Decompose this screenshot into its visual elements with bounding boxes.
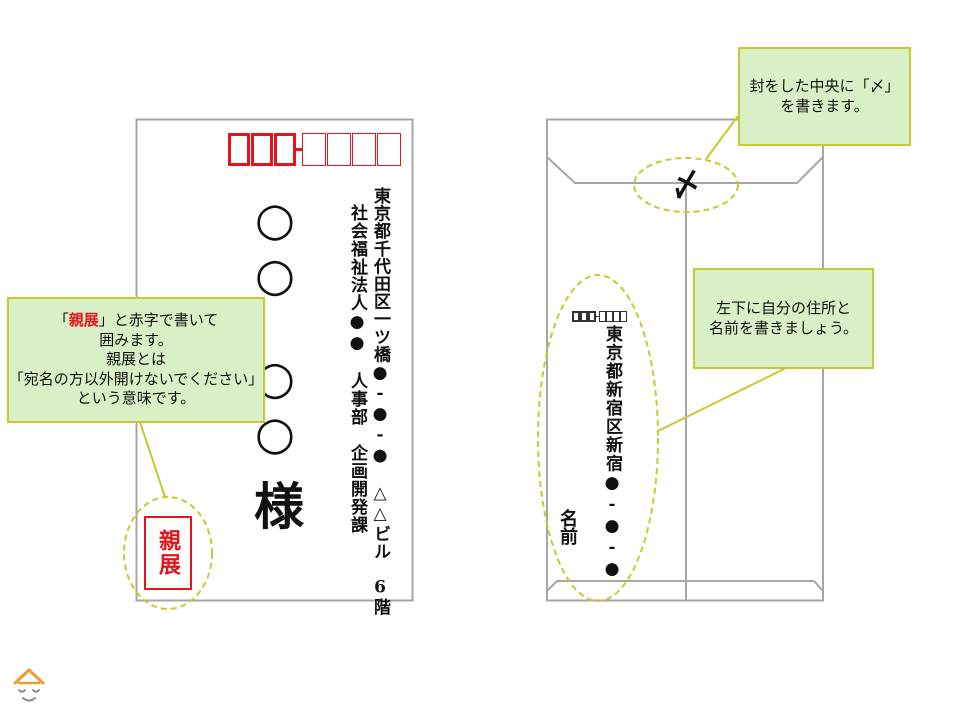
- recipient-honorific: 様: [246, 480, 305, 530]
- sender-highlight-ellipse: [537, 274, 659, 602]
- postal-code-box: [620, 311, 627, 322]
- postal-code-box: [580, 311, 588, 322]
- callout-line: 親展とは: [105, 350, 166, 369]
- recipient-organization: 社会福祉法人●● 人事部 企画開発課: [347, 204, 367, 534]
- postal-code-box: [251, 133, 273, 166]
- confidential-stamp: 親展: [144, 516, 192, 590]
- seal-callout: 封をした中央に「〆」 を書きます。: [738, 47, 911, 146]
- smiling-face-logo-icon: [13, 668, 45, 702]
- callout-line: 「親展」と赤字で書いて: [54, 311, 219, 331]
- postal-code-box: [352, 133, 376, 166]
- confidential-callout: 「親展」と赤字で書いて 囲みます。 親展とは 「宛名の方以外開けないでください」…: [7, 297, 265, 423]
- postal-code-box: [327, 133, 351, 166]
- postal-code-box: [274, 133, 296, 166]
- logo-right-eye: [32, 689, 40, 693]
- callout-text: 」と赤字で書いて: [98, 311, 219, 330]
- seal-callout-connector: [705, 115, 739, 160]
- callout-line: 左下に自分の住所と: [715, 299, 851, 317]
- postal-code-box: [588, 311, 596, 322]
- confidential-callout-connector: [139, 421, 166, 498]
- callout-line: を書きます。: [780, 96, 869, 115]
- postal-code-box: [302, 133, 326, 166]
- sender-postal-code-boxes: [572, 311, 627, 322]
- callout-line: 名前を書きましょう。: [708, 318, 859, 337]
- postal-code-box: [599, 311, 606, 322]
- callout-text: 「: [53, 311, 69, 330]
- postal-code-box: [228, 133, 250, 166]
- postal-code-box: [613, 311, 620, 322]
- callout-line: 「宛名の方以外開けないでください」: [8, 369, 264, 388]
- postal-code-box: [606, 311, 613, 322]
- seal-mark: 〆: [668, 166, 704, 205]
- sender-name: 名前: [557, 509, 578, 545]
- logo-roof-shape: [13, 668, 45, 685]
- callout-line: 封をした中央に「〆」: [749, 77, 900, 95]
- confidential-stamp-text: 親展: [155, 529, 181, 577]
- logo-left-eye: [18, 689, 26, 693]
- back-bottom-flap-line: [546, 580, 824, 592]
- callout-line: という意味です。: [76, 389, 196, 408]
- callout-emphasis-text: 親展: [68, 311, 99, 330]
- sender-address: 東京都新宿区新宿●-●-●: [602, 325, 622, 581]
- postal-code-box: [377, 133, 401, 166]
- recipient-address: 東京都千代田区一ツ橋●-●-● △△ビル 6階: [370, 187, 390, 616]
- logo-smile: [22, 697, 36, 702]
- front-postal-code-boxes: [228, 133, 401, 166]
- postal-code-box: [572, 311, 580, 322]
- callout-line: 囲みます。: [99, 330, 173, 349]
- sender-callout-connector: [657, 367, 787, 432]
- sender-callout: 左下に自分の住所と 名前を書きましょう。: [693, 268, 874, 369]
